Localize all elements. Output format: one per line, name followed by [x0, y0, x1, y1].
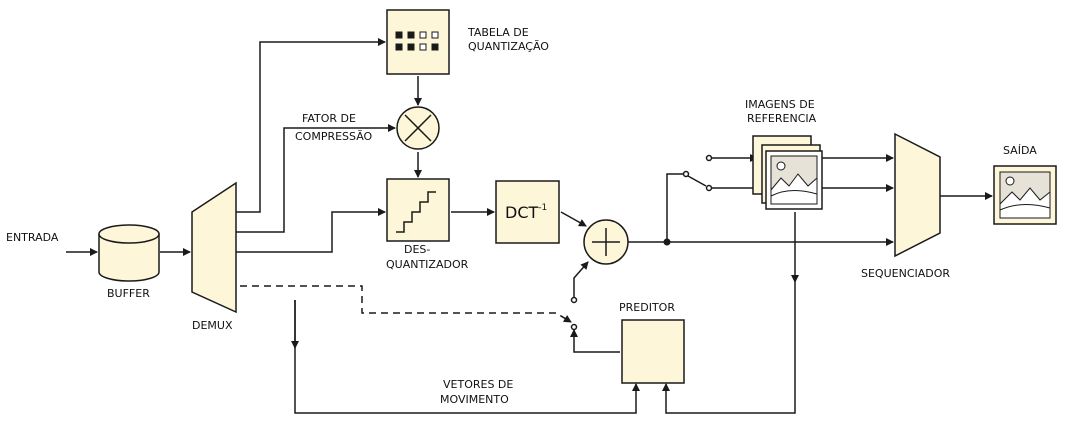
idct-label: DCT-1 [505, 203, 547, 222]
sequenciador-block [894, 132, 941, 258]
fator-label-line1: FATOR DE [302, 112, 356, 125]
connectors [66, 38, 993, 414]
multiplier-block [396, 106, 440, 150]
predictor-switch-contact-top [570, 296, 578, 304]
demux-to-vectors-wire [294, 300, 640, 414]
output-picture-icon [999, 171, 1051, 219]
reference-switch-pivot [682, 170, 690, 178]
saida-label: SAÍDA [1003, 144, 1037, 157]
vetores-label-line1: VETORES DE [443, 378, 513, 391]
staircase-icon [396, 191, 436, 233]
desq-label-line2: QUANTIZADOR [386, 258, 469, 271]
desquantizador-block [386, 178, 450, 242]
tabela-grid-icon [395, 31, 439, 51]
output-picture [993, 165, 1057, 225]
ref-to-preditor-wire [662, 282, 796, 414]
preditor-label: PREDITOR [619, 301, 675, 314]
reference-switch [682, 154, 713, 192]
preditor-block [621, 319, 685, 384]
tabela-label-line2: QUANTIZAÇÃO [468, 40, 549, 53]
vetores-label-line2: MOVIMENTO [440, 393, 509, 406]
pred-switch-to-adder-wire [573, 261, 589, 298]
sequenciador-label: SEQUENCIADOR [861, 267, 950, 280]
junction-dot [663, 238, 671, 246]
demux-label: DEMUX [192, 319, 233, 332]
imagens-label-line1: IMAGENS DE [745, 98, 815, 111]
reference-images [752, 135, 823, 210]
dct-to-adder-arrow [560, 211, 587, 227]
predictor-switch [570, 296, 578, 331]
buffer-cylinder [98, 224, 160, 282]
adder-block [583, 219, 629, 265]
demux-block [191, 181, 237, 314]
tabela-label-line1: TABELA DE [467, 26, 529, 39]
imagens-label-line2: REFERENCIA [747, 112, 817, 125]
reference-switch-contact-top [705, 154, 713, 162]
demux-to-desq-wire [236, 208, 386, 253]
reference-switch-blade [687, 175, 707, 187]
reference-picture-icon [770, 155, 818, 205]
demux-to-multiplier-wire [236, 124, 396, 233]
control-dashed-line [240, 285, 572, 323]
desq-label-line1: DES- [404, 243, 430, 256]
tabela-quantizacao-block [386, 9, 450, 75]
entrada-label: ENTRADA [6, 231, 59, 244]
buffer-label: BUFFER [107, 287, 150, 300]
idct-block [495, 180, 560, 244]
predictor-switch-pivot [570, 323, 578, 331]
preditor-to-pred-switch-wire [570, 329, 620, 353]
reference-switch-contact-bottom [705, 184, 713, 192]
demux-to-tabela-wire [236, 38, 386, 213]
fator-label-line2: COMPRESSÃO [295, 130, 373, 143]
junction-to-ref-switch-wire [666, 173, 684, 242]
